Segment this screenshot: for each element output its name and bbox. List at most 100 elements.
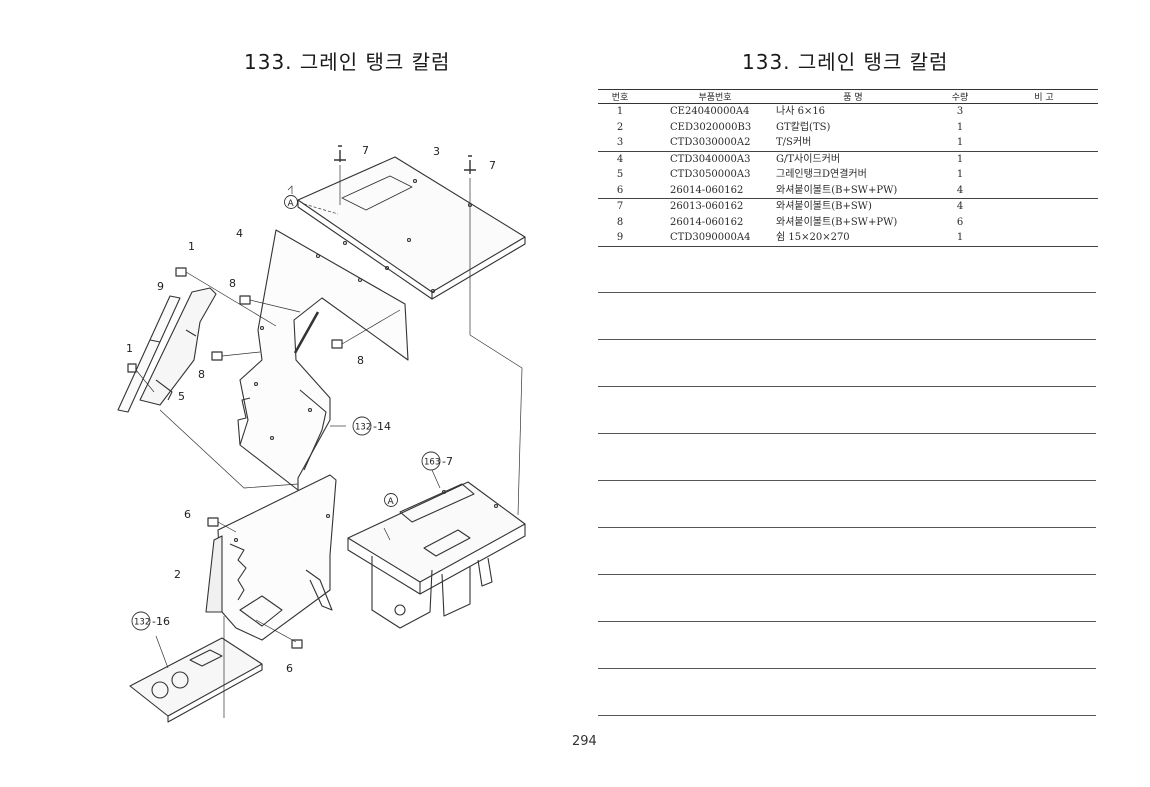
exploded-parts-diagram: 1 1 2 3 4 5 6 6 7 7 8 8 8 9 A A 132 -14 …	[117, 144, 526, 723]
cell-note	[990, 199, 1098, 215]
base-plate	[129, 637, 263, 723]
cell-note	[990, 104, 1098, 120]
label-ref-132-16-suffix: -16	[152, 615, 170, 628]
table-row: 9 CTD3090000A4 쉼 15×20×270 1	[598, 230, 1098, 247]
header-no: 번호	[598, 89, 642, 104]
cell-name: 그레인탱크D연결커버	[776, 169, 867, 180]
table-row: 5 CTD3050000A3 그레인탱크D연결커버 1	[598, 167, 1098, 183]
label-ref-132-suffix: -14	[373, 420, 391, 433]
cell-qty: 1	[956, 169, 964, 180]
cell-qty: 1	[930, 230, 990, 247]
table-row: 8 26014-060162 와셔붙이볼트(B+SW+PW) 6	[598, 215, 1098, 231]
cell-part-no: CE24040000A4	[670, 106, 750, 117]
cell-part-no: CTD3040000A3	[670, 153, 751, 165]
cell-no: 8	[616, 216, 624, 228]
cell-note	[990, 230, 1098, 247]
label-part-8-right: 8	[357, 354, 364, 367]
cell-note	[990, 215, 1098, 231]
cell-name: T/S커버	[760, 135, 930, 152]
cell-part-no: CTD3050000A3	[670, 169, 751, 180]
blank-entry-line	[598, 574, 1096, 575]
part-3-ts-cover	[297, 156, 526, 300]
label-part-7-right: 7	[489, 159, 496, 172]
cell-name: 와셔붙이볼트(B+SW)	[776, 201, 872, 212]
blank-entry-line	[598, 433, 1096, 434]
blank-entry-line	[598, 480, 1096, 481]
cell-no: 4	[616, 153, 624, 165]
label-ref-132-16-circle: 132	[134, 618, 150, 628]
table-row: 4 CTD3040000A3 G/T사이드커버 1	[598, 151, 1098, 167]
leader-lines	[135, 165, 523, 718]
cell-part-no: 26014-060162	[670, 216, 744, 228]
cell-name: 쉼 15×20×270	[760, 230, 930, 247]
cell-name: GT칼럽(TS)	[776, 121, 831, 133]
label-part-2: 2	[174, 568, 181, 581]
table-row: 2 CED3020000B3 GT칼럽(TS) 1	[598, 120, 1098, 136]
label-part-1-top: 1	[188, 240, 195, 253]
label-ref-132-circle: 132	[355, 423, 371, 433]
bolts	[127, 145, 476, 649]
part-2-gt-column	[205, 474, 337, 641]
cell-no: 9	[598, 230, 642, 247]
label-ref-163-suffix: -7	[442, 455, 453, 468]
blank-entry-line	[598, 292, 1096, 293]
cell-name: 와셔붙이볼트(B+SW+PW)	[760, 182, 930, 199]
label-part-5: 5	[178, 390, 185, 403]
cell-qty: 1	[956, 121, 964, 133]
label-part-3: 3	[433, 145, 440, 158]
cell-part-no: 26013-060162	[670, 201, 744, 212]
label-ref-163-circle: 163	[424, 458, 440, 468]
cell-qty: 3	[956, 106, 964, 117]
blank-entry-line	[598, 386, 1096, 387]
blank-entry-line	[598, 715, 1096, 716]
cell-part-no: 26014-060162	[642, 182, 760, 199]
cell-part-no: CTD3030000A2	[642, 135, 760, 152]
table-header-row: 번호 부품번호 품 명 수량 비 고	[598, 89, 1098, 104]
part-4-side-cover	[237, 229, 409, 491]
cell-name: 나사 6×16	[776, 106, 826, 117]
label-part-8-left: 8	[198, 368, 205, 381]
table-row: 6 26014-060162 와셔붙이볼트(B+SW+PW) 4	[598, 182, 1098, 199]
table-row: 7 26013-060162 와셔붙이볼트(B+SW) 4	[598, 199, 1098, 215]
table-row: 1 CE24040000A4 나사 6×16 3	[598, 104, 1098, 120]
table-row: 3 CTD3030000A2 T/S커버 1	[598, 135, 1098, 152]
parts-table: 번호 부품번호 품 명 수량 비 고 1 CE24040000A4 나사 6×1…	[598, 89, 1098, 247]
cell-note	[990, 167, 1098, 183]
page-number: 294	[572, 734, 597, 749]
cell-qty: 1	[956, 153, 964, 165]
cell-note	[990, 151, 1098, 167]
part-5-connecting-cover	[139, 287, 217, 406]
blank-entry-line	[598, 668, 1096, 669]
cell-no: 7	[616, 201, 624, 212]
tank-bracket-assembly	[347, 481, 526, 629]
parts-list-page-title: 133. 그레인 탱크 칼럼	[742, 50, 949, 74]
header-part-no: 부품번호	[642, 89, 760, 104]
cell-qty: 4	[930, 182, 990, 199]
label-part-6-bottom: 6	[286, 662, 293, 675]
cell-part-no: CED3020000B3	[670, 121, 752, 133]
label-ref-a-top: A	[288, 199, 295, 209]
cell-note	[990, 182, 1098, 199]
label-ref-a-bracket: A	[388, 497, 395, 507]
cell-no: 5	[616, 169, 624, 180]
cell-qty: 6	[956, 216, 964, 228]
cell-no: 6	[598, 182, 642, 199]
cell-no: 2	[616, 121, 624, 133]
cell-no: 3	[598, 135, 642, 152]
header-name: 품 명	[760, 89, 930, 104]
blank-entry-line	[598, 621, 1096, 622]
label-part-7-left: 7	[362, 144, 369, 157]
cell-name: G/T사이드커버	[776, 153, 841, 165]
cell-part-no: CTD3090000A4	[642, 230, 760, 247]
label-part-4: 4	[236, 227, 243, 240]
cell-note	[990, 120, 1098, 136]
part-9-shim	[117, 295, 181, 413]
blank-entry-line	[598, 527, 1096, 528]
blank-entry-line	[598, 339, 1096, 340]
label-part-6-top: 6	[184, 508, 191, 521]
cell-note	[990, 135, 1098, 152]
diagram-page-title: 133. 그레인 탱크 칼럼	[244, 50, 451, 74]
cell-qty: 1	[930, 135, 990, 152]
cell-qty: 4	[956, 201, 964, 212]
cell-no: 1	[616, 106, 624, 117]
